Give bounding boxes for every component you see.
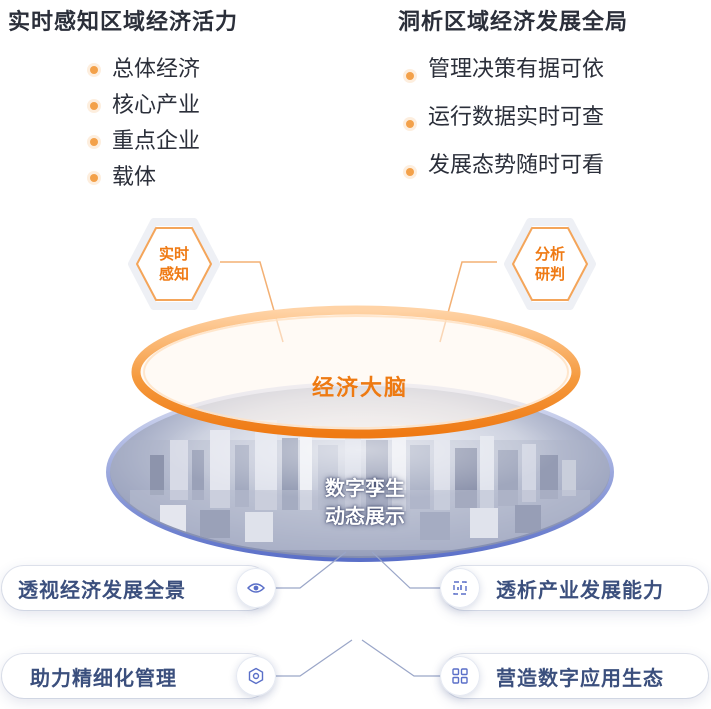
grid-apps-icon xyxy=(440,656,480,696)
realtime-badge-line1: 实时 xyxy=(158,245,189,263)
right-bullet-item: 发展态势随时可看 xyxy=(406,148,604,196)
brain-ring-fill xyxy=(136,310,576,434)
hexagon-icon xyxy=(128,218,220,310)
left-bullet-item: 重点企业 xyxy=(90,124,200,160)
pill-economic-panorama: 透视经济发展全景 xyxy=(2,566,276,610)
pill-industry-capability: 透析产业发展能力 xyxy=(440,566,708,610)
pill-connector-3 xyxy=(272,639,353,677)
pill-digital-ecosystem: 营造数字应用生态 xyxy=(440,654,708,698)
digital-twin-label: 数字孪生 动态展示 xyxy=(305,474,425,530)
hexagon-nut-icon xyxy=(236,656,276,696)
analysis-badge-line1: 分析 xyxy=(534,245,565,263)
pill-label: 透视经济发展全景 xyxy=(18,577,186,602)
pill-connector-2 xyxy=(371,551,440,589)
left-heading: 实时感知区域经济活力 xyxy=(8,10,239,35)
left-bullet-item: 载体 xyxy=(90,160,200,196)
brain-ring xyxy=(131,305,581,439)
realtime-badge-line2: 感知 xyxy=(158,265,189,283)
pill-label: 助力精细化管理 xyxy=(30,665,177,690)
digital-twin-line1: 数字孪生 xyxy=(325,476,405,500)
left-bullet-list: 总体经济 核心产业 重点企业 载体 xyxy=(90,52,200,196)
economic-brain-label: 经济大脑 xyxy=(311,376,408,401)
eye-icon xyxy=(236,568,276,608)
analysis-badge: 分析 研判 xyxy=(502,216,598,312)
right-bullet-item: 运行数据实时可查 xyxy=(406,100,604,148)
right-bullet-item: 管理决策有据可依 xyxy=(406,52,604,100)
pill-connector-1 xyxy=(270,551,347,589)
realtime-sensing-badge: 实时 感知 xyxy=(126,216,222,312)
pill-fine-management: 助力精细化管理 xyxy=(2,654,276,698)
right-heading: 洞析区域经济发展全局 xyxy=(398,10,629,35)
left-bullet-item: 总体经济 xyxy=(90,52,200,88)
chart-box-icon xyxy=(440,568,480,608)
analysis-badge-line2: 研判 xyxy=(534,265,565,283)
pill-label: 营造数字应用生态 xyxy=(496,665,664,690)
right-bullet-list: 管理决策有据可依 运行数据实时可查 发展态势随时可看 xyxy=(406,52,604,196)
digital-twin-line2: 动态展示 xyxy=(325,504,405,528)
hexagon-icon xyxy=(504,218,596,310)
pill-connector-4 xyxy=(361,639,440,677)
left-bullet-item: 核心产业 xyxy=(90,88,200,124)
pill-label: 透析产业发展能力 xyxy=(496,577,664,602)
